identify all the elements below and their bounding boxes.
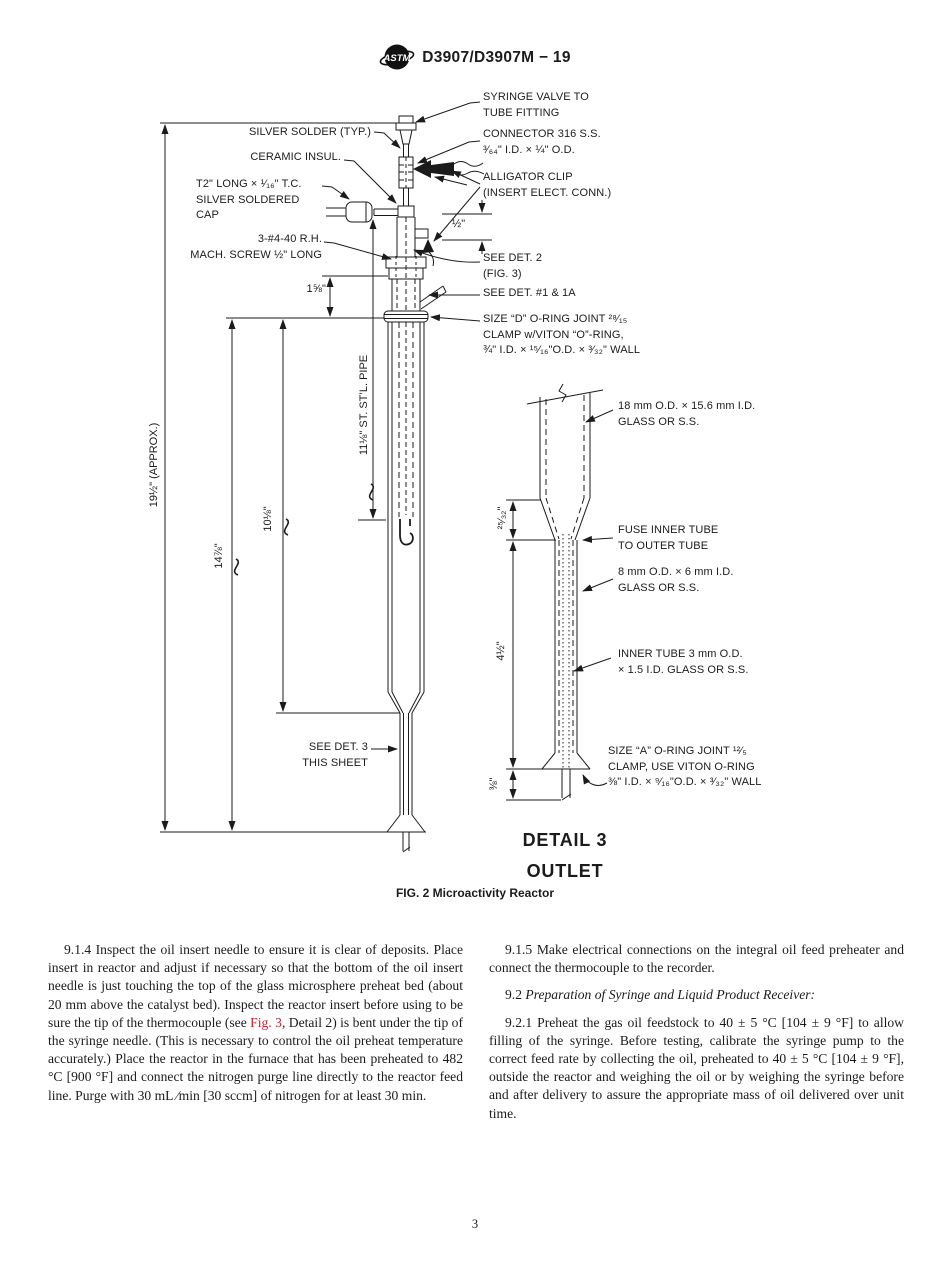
label-dim-25-32: ²⁵⁄₃₂" bbox=[496, 504, 508, 532]
label-silver-solder: SILVER SOLDER (TYP.) bbox=[248, 126, 371, 138]
label-alligator-clip: ALLIGATOR CLIP (INSERT ELECT. CONN.) bbox=[483, 171, 612, 199]
h92-number: 9.2 bbox=[505, 987, 526, 1003]
paragraph-9-1-5: 9.1.5 Make electrical connections on the… bbox=[489, 942, 904, 976]
label-see-det-2: SEE DET. 2 (FIG. 3) bbox=[483, 252, 543, 280]
right-column: 9.1.5 Make electrical connections on the… bbox=[489, 941, 904, 1123]
leader-lines bbox=[321, 101, 614, 786]
reactor-assembly bbox=[326, 115, 485, 853]
label-dim-14-7-8: 14⅞" bbox=[213, 541, 225, 571]
paragraph-9-2-1: 9.2.1 Preheat the gas oil feedstock to 4… bbox=[489, 1014, 904, 1121]
label-dim-4-1-2: 4½" bbox=[495, 639, 507, 663]
paragraph-9-1-4: 9.1.4 Inspect the oil insert needle to e… bbox=[48, 941, 463, 1105]
left-column: 9.1.4 Inspect the oil insert needle to e… bbox=[48, 941, 463, 1123]
detail-3-subtitle: OUTLET bbox=[526, 861, 604, 881]
label-dim-1-5-8: 1⅝" bbox=[306, 283, 326, 295]
body-text: 9.1.4 Inspect the oil insert needle to e… bbox=[48, 941, 904, 1123]
label-tube-18mm: 18 mm O.D. × 15.6 mm I.D. GLASS OR S.S. bbox=[618, 400, 756, 428]
page-number: 3 bbox=[471, 1217, 479, 1231]
label-inner-tube: INNER TUBE 3 mm O.D. × 1.5 I.D. GLASS OR… bbox=[618, 648, 749, 676]
detail-3-title: DETAIL 3 bbox=[522, 830, 608, 850]
page-header: ASTM D3907/D3907M − 19 bbox=[0, 42, 950, 74]
reactor-figure-linework bbox=[160, 101, 614, 853]
label-see-det-1: SEE DET. #1 & 1A bbox=[483, 287, 576, 299]
label-ceramic-insul: CERAMIC INSUL. bbox=[250, 151, 341, 163]
h92-title: Preparation of Syringe and Liquid Produc… bbox=[525, 987, 816, 1003]
label-tube-8mm: 8 mm O.D. × 6 mm I.D. GLASS OR S.S. bbox=[618, 566, 734, 594]
label-connector: CONNECTOR 316 S.S. ³⁄₆₄" I.D. × ¼" O.D. bbox=[483, 128, 601, 156]
label-dim-19-1-2: 19½" (APPROX.) bbox=[148, 420, 160, 510]
label-half-inch-dim: ½" bbox=[452, 218, 466, 230]
label-mach-screw: 3-#4-40 R.H. MACH. SCREW ½" LONG bbox=[190, 233, 322, 261]
label-see-det-3: SEE DET. 3 THIS SHEET bbox=[302, 741, 368, 769]
fig-3-link[interactable]: Fig. 3 bbox=[250, 1014, 282, 1030]
figure-caption: FIG. 2 Microactivity Reactor bbox=[395, 886, 555, 900]
astm-logo: ASTM bbox=[379, 44, 415, 70]
heading-9-2: 9.2 Preparation of Syringe and Liquid Pr… bbox=[489, 986, 904, 1004]
label-dim-3-8: ⅜" bbox=[488, 775, 500, 793]
p914-text-after: , Detail 2) is bent under the tip of the… bbox=[48, 1014, 464, 1103]
svg-text:ASTM: ASTM bbox=[383, 53, 412, 64]
label-fuse-tubes: FUSE INNER TUBE TO OUTER TUBE bbox=[618, 524, 719, 552]
dimension-lines bbox=[160, 122, 561, 833]
label-syringe-valve: SYRINGE VALVE TO TUBE FITTING bbox=[483, 91, 589, 119]
label-dim-10-1-8: 10⅛" bbox=[262, 504, 274, 534]
detail-3-drawing bbox=[526, 383, 604, 801]
p914-text-before: 9.1.4 Inspect the oil insert needle to e… bbox=[48, 942, 463, 1030]
label-dim-11-1-8: 11⅛" ST. ST’L. PIPE bbox=[358, 352, 370, 458]
label-oring-d: SIZE “D” O-RING JOINT ²⁸⁄₁₅ CLAMP w/VITO… bbox=[483, 313, 641, 356]
label-tc-cap: T2" LONG × ¹⁄₁₆" T.C. SILVER SOLDERED CA… bbox=[196, 178, 302, 221]
standard-number: D3907/D3907M − 19 bbox=[422, 49, 571, 66]
label-oring-a: SIZE “A” O-RING JOINT ¹²⁄₅ CLAMP, USE VI… bbox=[608, 745, 762, 788]
